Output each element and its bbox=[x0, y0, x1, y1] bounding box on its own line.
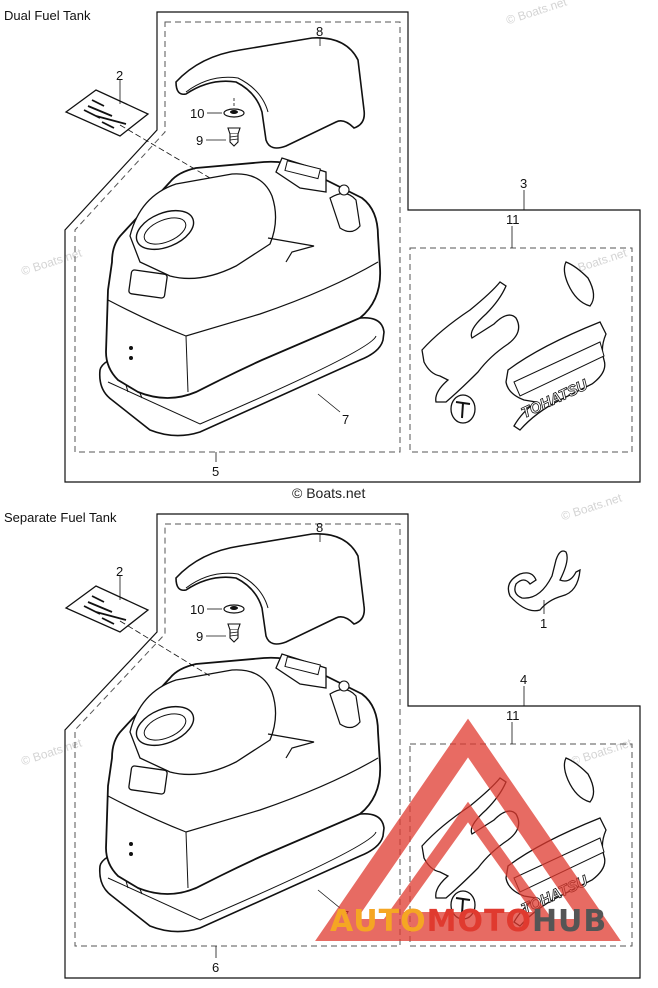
callout-9b: 9 bbox=[196, 629, 203, 644]
callout-3: 3 bbox=[520, 176, 527, 191]
group-boundary-5 bbox=[74, 21, 401, 453]
section-dual-fuel-tank: 2 8 10 9 3 11 7 5 TOHATSU bbox=[64, 11, 641, 483]
callout-8b: 8 bbox=[316, 520, 323, 535]
callout-2: 2 bbox=[116, 68, 123, 83]
logo-word-auto: AUTO bbox=[330, 904, 427, 939]
group-boundary-6 bbox=[74, 523, 401, 947]
callout-10b: 10 bbox=[190, 602, 204, 617]
handle-cover-part bbox=[175, 37, 366, 149]
callout-6: 6 bbox=[212, 960, 219, 975]
callout-2b: 2 bbox=[116, 564, 123, 579]
group-boundary-4 bbox=[64, 513, 641, 979]
section-title-dual: Dual Fuel Tank bbox=[4, 8, 91, 23]
section-title-separate: Separate Fuel Tank bbox=[4, 510, 117, 525]
washer-screw-part-2 bbox=[223, 604, 245, 643]
washer-screw-part bbox=[223, 108, 245, 147]
handle-cover-part-2 bbox=[175, 533, 366, 645]
callout-5: 5 bbox=[212, 464, 219, 479]
callout-11: 11 bbox=[506, 212, 520, 227]
callout-7: 7 bbox=[342, 412, 349, 427]
callout-9: 9 bbox=[196, 133, 203, 148]
watermark-logo: AUTOMOTOHUB bbox=[330, 904, 607, 939]
callout-1: 1 bbox=[540, 616, 547, 631]
callout-4: 4 bbox=[520, 672, 527, 687]
engine-cover-part bbox=[98, 157, 385, 437]
label-decal-part-2 bbox=[65, 585, 149, 633]
callout-8: 8 bbox=[316, 24, 323, 39]
label-decal-part bbox=[65, 89, 149, 137]
callout-11b: 11 bbox=[506, 708, 520, 723]
group-boundary-3 bbox=[64, 11, 641, 483]
logo-word-moto: MOTO bbox=[426, 904, 532, 939]
watermark-triangle-icon bbox=[315, 718, 621, 941]
decal-set-part bbox=[421, 261, 607, 431]
engine-cover-part-2 bbox=[98, 653, 385, 933]
logo-word-hub: HUB bbox=[531, 904, 608, 939]
copyright-label: © Boats.net bbox=[292, 485, 366, 501]
callout-10: 10 bbox=[190, 106, 204, 121]
group-boundary-11b bbox=[409, 743, 633, 947]
group-boundary-11 bbox=[409, 247, 633, 453]
script-decal-part bbox=[507, 550, 581, 612]
